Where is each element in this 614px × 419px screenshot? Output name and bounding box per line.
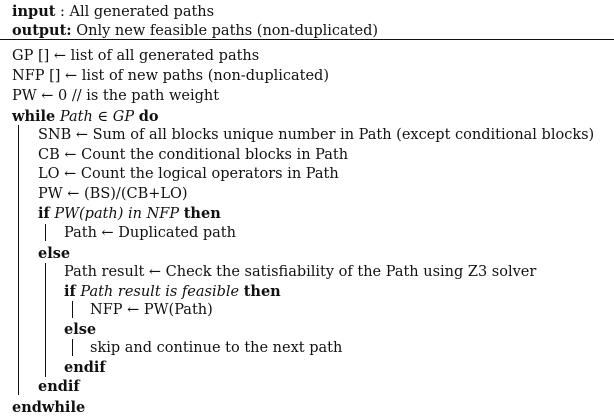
else-block-bar	[45, 263, 46, 377]
if-condition: PW(path) in NFP	[54, 206, 180, 222]
cb-line: CB ← Count the conditional blocks in Pat…	[38, 147, 349, 163]
input-text: : All generated paths	[60, 4, 215, 20]
lo-line: LO ← Count the logical operators in Path	[38, 166, 339, 182]
gp-init-line: GP [] ← list of all generated paths	[12, 48, 260, 64]
if-keyword: if	[38, 205, 50, 222]
inner-else-bar	[72, 339, 73, 356]
else-keyword: else	[38, 245, 71, 262]
if2-keyword: if	[64, 283, 76, 300]
input-keyword: input	[12, 3, 56, 20]
skip-line: skip and continue to the next path	[90, 340, 343, 356]
then2-keyword: then	[243, 283, 281, 300]
output-keyword: output:	[12, 22, 72, 39]
else-line: else	[38, 244, 70, 263]
path-result-line: Path result ← Check the satisfiability o…	[64, 264, 537, 280]
output-line: output: Only new feasible paths (non-dup…	[12, 21, 378, 40]
while-condition: Path ∈ GP	[59, 109, 135, 125]
nfp-add-line: NFP ← PW(Path)	[90, 302, 213, 318]
else2-keyword: else	[64, 321, 97, 338]
output-text: Only new feasible paths (non-duplicated)	[76, 23, 379, 39]
duplicated-line: Path ← Duplicated path	[64, 225, 236, 241]
endif-outer-line: endif	[38, 378, 80, 395]
endif-inner-line: endif	[64, 359, 106, 376]
snb-line: SNB ← Sum of all blocks unique number in…	[38, 127, 595, 143]
while-block-bar	[18, 125, 19, 395]
input-line: input : All generated paths	[12, 2, 214, 21]
if2-condition: Path result is feasible	[80, 284, 240, 300]
else2-line: else	[64, 320, 96, 339]
pw-calc-line: PW ← (BS)/(CB+LO)	[38, 186, 188, 202]
endwhile-line: endwhile	[12, 399, 86, 416]
while-keyword: while	[12, 108, 56, 125]
then-block-bar	[45, 224, 46, 241]
header-rule	[0, 39, 614, 40]
do-keyword: do	[138, 108, 159, 125]
pw-init-line: PW ← 0 // is the path weight	[12, 88, 220, 104]
if2-line: if Path result is feasible then	[64, 282, 281, 301]
then-keyword: then	[183, 205, 221, 222]
if-line: if PW(path) in NFP then	[38, 204, 221, 223]
nfp-init-line: NFP [] ← list of new paths (non-duplicat…	[12, 68, 329, 84]
while-line: while Path ∈ GP do	[12, 107, 159, 126]
inner-then-bar	[72, 301, 73, 318]
